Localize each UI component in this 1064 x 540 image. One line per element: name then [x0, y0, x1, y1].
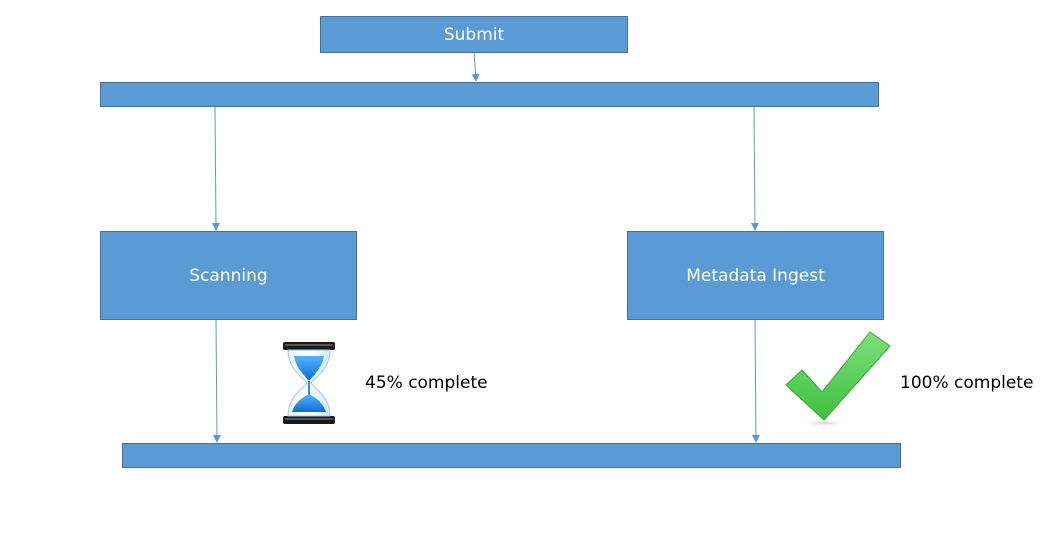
fork-bar [100, 82, 879, 107]
arrow-scanning-to-join [212, 319, 221, 443]
metadata-ingest-progress-text: 100% complete [900, 373, 1034, 393]
arrow-fork-to-metadata [750, 106, 759, 231]
arrow-submit-to-fork [471, 52, 480, 82]
hourglass-icon [283, 342, 335, 424]
metadata-ingest-step-box: Metadata Ingest [627, 231, 884, 320]
scanning-step-label: Scanning [189, 265, 268, 286]
join-bar [122, 443, 901, 468]
scanning-step-box: Scanning [100, 231, 357, 320]
arrow-metadata-to-join [751, 319, 760, 443]
checkmark-icon [785, 331, 891, 426]
scanning-progress-text: 45% complete [365, 373, 488, 393]
metadata-ingest-step-label: Metadata Ingest [686, 265, 825, 286]
submit-step-label: Submit [443, 24, 505, 45]
arrow-fork-to-scanning [211, 106, 220, 231]
submit-step-box: Submit [320, 16, 628, 53]
